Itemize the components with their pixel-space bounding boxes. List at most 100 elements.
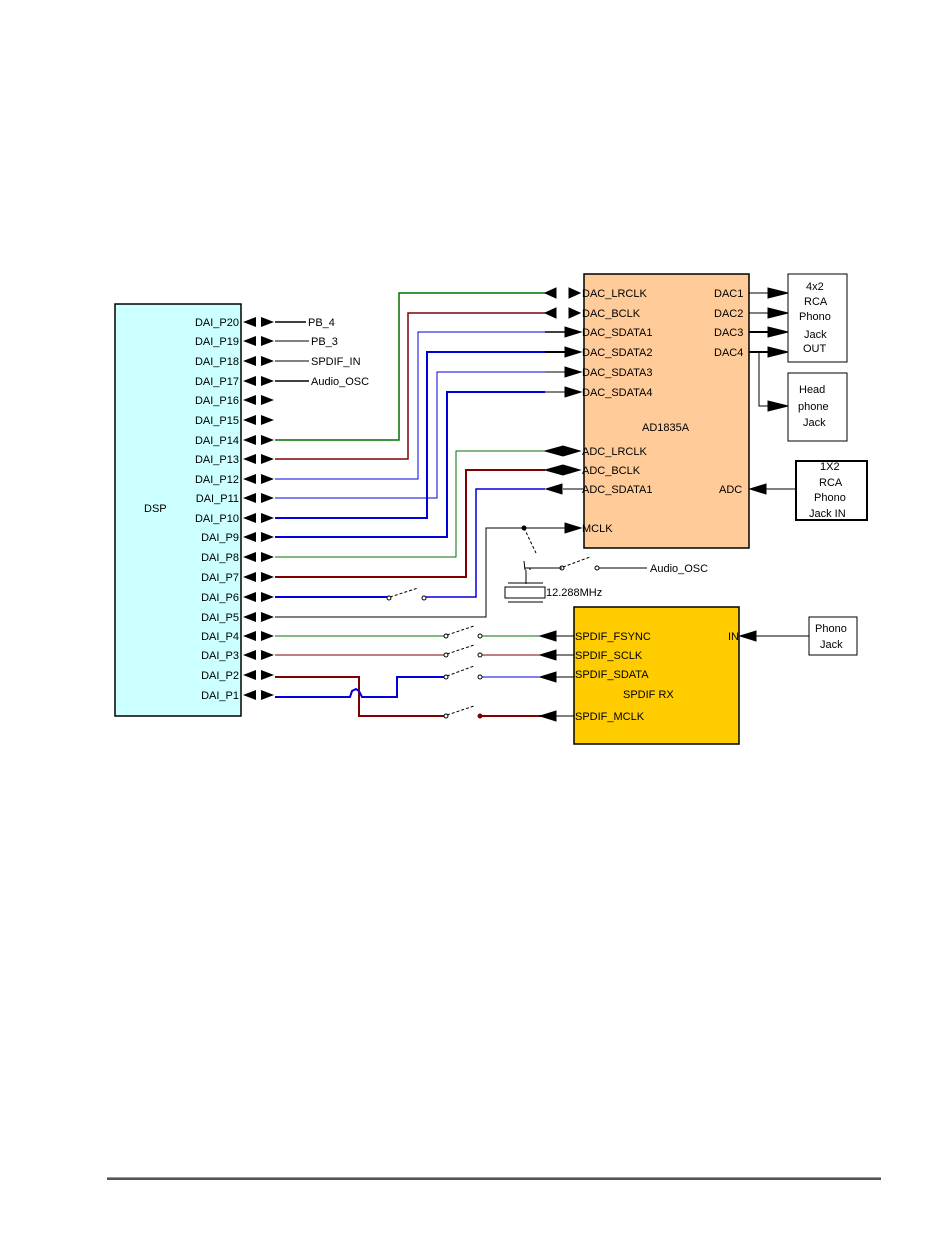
audio-osc-label: Audio_OSC [650,563,708,575]
pin-spdif-sclk: SPDIF_SCLK [575,650,643,662]
pin-adc-sdata1: ADC_SDATA1 [582,484,653,496]
wire-p6-adc-sdata1 [424,488,545,598]
dsp-pin-label: DAI_P20 [195,317,239,329]
wire-p13-dac-bclk [275,312,545,460]
bidirectional-arrow-icon [243,454,274,464]
bidirectional-arrow-icon [243,336,274,346]
codec-label: AD1835A [642,422,690,434]
oscillator-label: 12.288MHz [546,587,602,599]
wire-p9-dac-sdata4 [275,391,545,538]
dsp-pin-label: DAI_P11 [196,493,239,505]
dsp-pin-label: DAI_P2 [201,670,239,682]
switch-p6 [386,587,427,601]
phono-jack-line-1: Phono [815,623,847,635]
dsp-pin-label: DAI_P9 [201,532,239,544]
codec-block [583,273,750,549]
dsp-block [114,303,242,717]
rca-in-box [795,460,868,521]
wire-p5-mclk [275,527,565,618]
dsp-pin-label: DAI_P1 [201,690,239,702]
dsp-pin-label: DAI_P18 [195,356,239,368]
bidirectional-arrow-icon [243,356,274,366]
wire-p14-dac-lrclk [275,292,545,441]
bidirectional-arrow-icon [243,415,274,425]
dsp-pin-label: DAI_P4 [201,631,239,643]
pin-mclk: MCLK [582,523,613,535]
signal-pb4: PB_4 [308,317,335,329]
bidirectional-arrow-icon [243,592,274,602]
bidirectional-arrow-icon [243,552,274,562]
bidirectional-arrow-icon [243,317,274,327]
rca-in-line-1: 1X2 [820,461,840,473]
external-signal-lines [275,321,309,382]
bidirectional-arrow-icon [243,474,274,484]
rca-out-line-3: Phono [799,311,831,323]
mclk-selector [504,525,647,603]
dsp-pin-label: DAI_P8 [201,552,239,564]
dsp-pin-label: DAI_P13 [195,454,239,466]
wire-p1-sdata [275,676,444,698]
dsp-pin-label: DAI_P7 [201,572,239,584]
dsp-pin-label: DAI_P15 [195,415,239,427]
dsp-pin-label: DAI_P14 [195,435,239,447]
dsp-pin-label: DAI_P16 [195,395,239,407]
pin-dac-bclk: DAC_BCLK [582,308,641,320]
rca-out-line-1: 4x2 [806,281,824,293]
bidirectional-arrow-icon [243,493,274,503]
spdif-switches [443,625,483,719]
pin-dac-lrclk: DAC_LRCLK [582,288,647,300]
dsp-pin-label: DAI_P5 [201,612,239,624]
pin-spdif-sdata: SPDIF_SDATA [575,669,649,681]
bidirectional-arrow-icon [243,690,274,700]
signal-spdif-in: SPDIF_IN [311,356,361,368]
pin-dac3: DAC3 [714,327,743,339]
wire-p8-adc-lrclk [275,450,545,558]
bidirectional-arrow-icon [243,572,274,582]
bidirectional-arrow-icon [243,532,274,542]
footer-rule [107,1177,881,1180]
pin-dac-sdata2: DAC_SDATA2 [582,347,653,359]
pin-dac-sdata1: DAC_SDATA1 [582,327,653,339]
signal-audio-osc: Audio_OSC [311,376,369,388]
rca-out-line-5: OUT [803,343,827,355]
spdif-rx-label: SPDIF RX [623,689,674,701]
dsp-pin-label: DAI_P12 [195,474,239,486]
dsp-pin-label: DAI_P10 [195,513,239,525]
headphone-line-1: Head [799,384,825,396]
bidirectional-arrow-icon [243,376,274,386]
pin-dac-sdata3: DAC_SDATA3 [582,367,653,379]
bidirectional-arrow-icon [243,631,274,641]
pin-adc-lrclk: ADC_LRCLK [582,446,647,458]
wire-p7-adc-bclk [275,469,545,578]
spdif-wires [275,635,545,717]
rca-out-line-4: Jack [804,329,827,341]
dsp-pin-label: DAI_P19 [195,336,239,348]
wire-p2-mclk [275,676,444,717]
pin-spdif-in: IN [728,631,739,643]
phono-jack-line-2: Jack [820,639,843,651]
bidirectional-arrow-icon [243,395,274,405]
pin-spdif-mclk: SPDIF_MCLK [575,711,645,723]
dsp-pin-label: DAI_P6 [201,592,239,604]
bidirectional-arrow-icon [243,513,274,523]
dac-wires [275,292,565,538]
pin-dac1: DAC1 [714,288,743,300]
dsp-label: DSP [144,503,167,515]
wire-p12-dac-sdata1 [275,331,545,480]
signal-pb3: PB_3 [311,336,338,348]
rca-in-line-4: Jack IN [809,508,846,520]
bidirectional-arrow-icon [243,612,274,622]
headphone-line-3: Jack [803,417,826,429]
bidirectional-arrow-icon [243,670,274,680]
rca-in-line-2: RCA [819,477,843,489]
pin-dac4: DAC4 [714,347,743,359]
dsp-pin-label: DAI_P3 [201,650,239,662]
pin-dac2: DAC2 [714,308,743,320]
rca-in-line-3: Phono [814,492,846,504]
adc-wires [275,450,584,618]
phono-jack-box [808,616,858,656]
headphone-box [787,372,848,442]
pin-adc-bclk: ADC_BCLK [582,465,641,477]
rca-out-line-2: RCA [804,296,828,308]
